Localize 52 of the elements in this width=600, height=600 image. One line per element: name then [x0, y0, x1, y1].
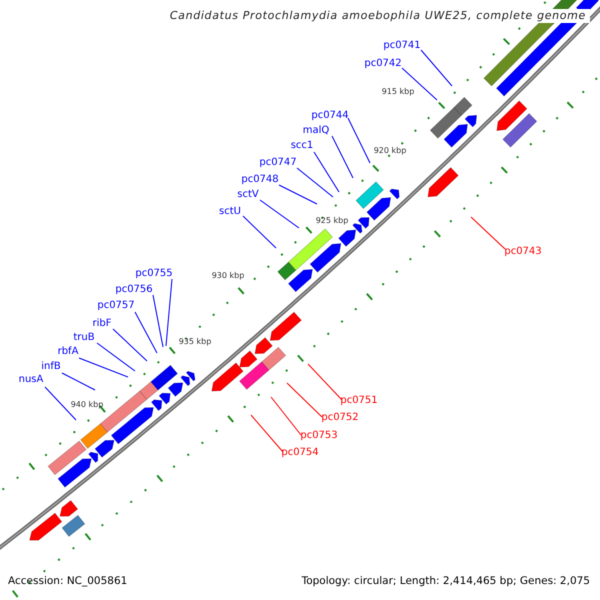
leader-line — [314, 152, 340, 192]
gene-label: pc0748 — [241, 174, 279, 186]
leader-line — [152, 294, 164, 348]
gene-label: scc1 — [290, 140, 314, 152]
leader-line — [348, 118, 370, 164]
position-label: 915 kbp — [382, 87, 414, 97]
leader-line — [62, 372, 96, 390]
leader-line — [278, 184, 318, 204]
position-label: 940 kbp — [70, 400, 104, 410]
leader-line — [296, 168, 334, 198]
gene-label: sctU — [219, 206, 241, 218]
leader-line — [250, 414, 284, 452]
gene-label: pc0744 — [311, 110, 349, 122]
gene-label: pc0747 — [259, 157, 297, 169]
leader-line — [260, 200, 300, 228]
leader-line — [242, 216, 276, 248]
leader-line — [112, 328, 148, 362]
gene-label: ribF — [92, 318, 112, 330]
gene-label: rbfA — [58, 346, 78, 358]
gene-label: pc0754 — [281, 447, 319, 459]
leader-line — [420, 50, 452, 86]
gene-label: pc0753 — [300, 430, 338, 442]
leader-line — [134, 312, 158, 354]
position-label: 935 kbp — [178, 337, 212, 347]
leader-line — [308, 364, 342, 400]
leader-line — [332, 136, 354, 178]
leader-line — [470, 216, 506, 250]
leader-line — [44, 386, 76, 420]
gene-label: pc0741 — [383, 40, 421, 52]
gene-label: sctV — [237, 189, 259, 201]
position-label: 925 kbp — [316, 216, 348, 226]
gene-label: pc0743 — [504, 246, 542, 258]
genome-stats-text: Topology: circular; Length: 2,414,465 bp; Genes: 2,075 — [302, 575, 590, 588]
leader-line — [402, 68, 438, 100]
leader-line — [78, 358, 128, 378]
gene-label: pc0752 — [321, 412, 359, 424]
gene-label: pc0751 — [340, 395, 378, 407]
accession-text: Accession: NC_005861 — [8, 575, 128, 588]
gene-label: truB — [73, 332, 95, 344]
leader-line — [270, 396, 302, 436]
gene-label: pc0755 — [135, 268, 173, 280]
gene-label: nusA — [18, 374, 44, 386]
gene-label: pc0756 — [115, 284, 153, 296]
leader-line — [286, 382, 322, 418]
gene-label: infB — [41, 361, 61, 373]
leader-line — [166, 278, 172, 346]
position-label: 920 kbp — [374, 146, 406, 156]
position-label: 930 kbp — [212, 271, 244, 281]
leader-line — [96, 342, 136, 372]
gene-label: pc0757 — [97, 300, 135, 312]
gene-label: malQ — [302, 125, 330, 137]
gene-label: pc0742 — [364, 58, 402, 70]
